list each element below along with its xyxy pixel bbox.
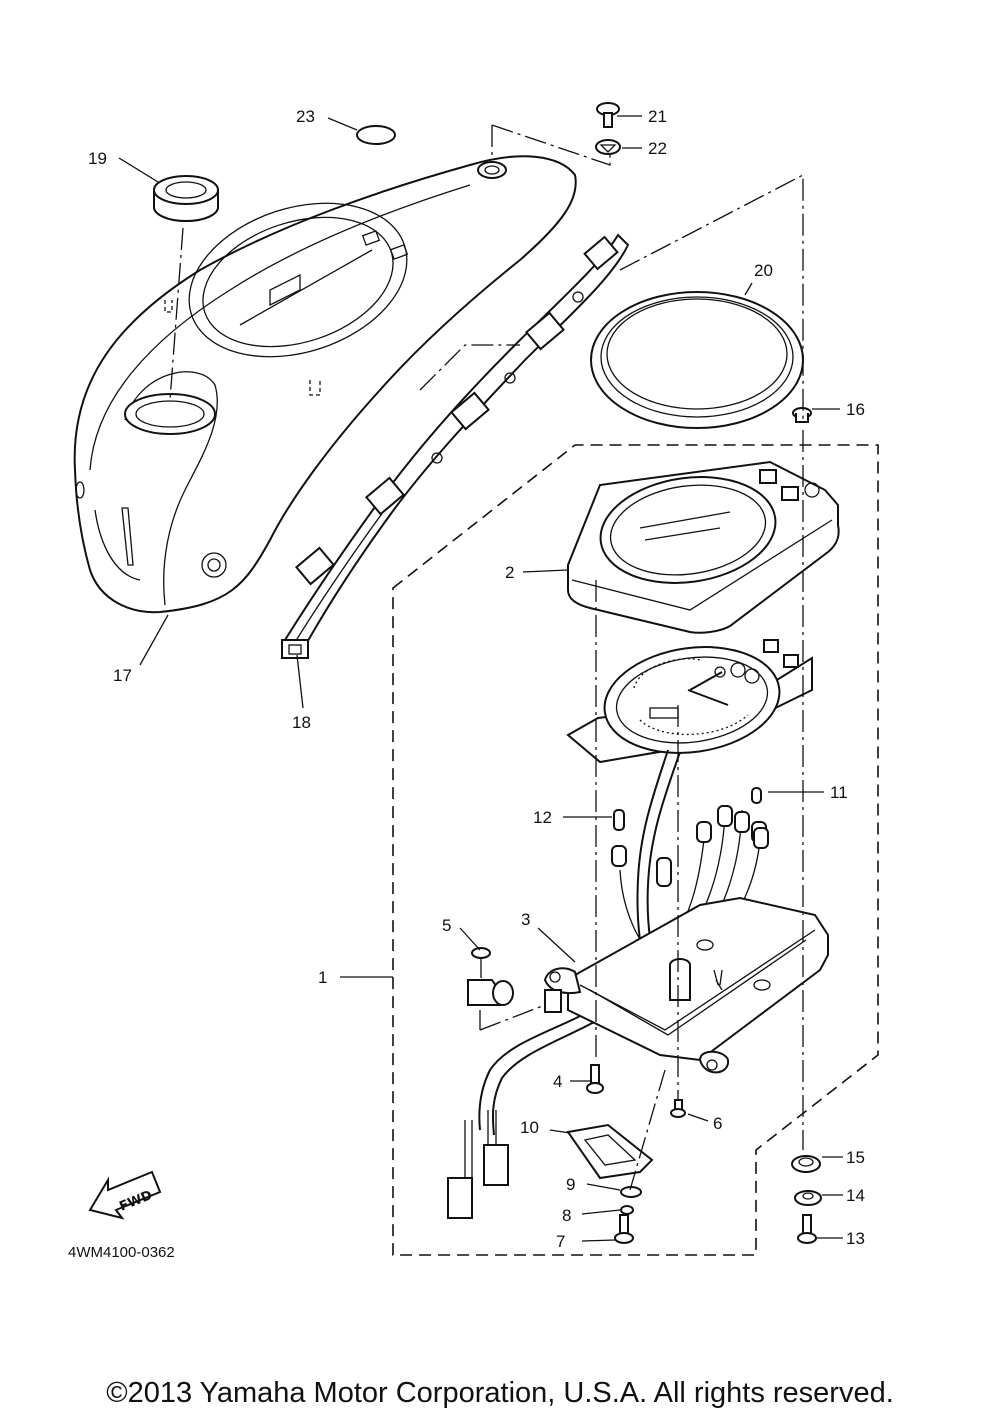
forward-direction-arrow: FWD: [88, 1170, 162, 1220]
alignment-lines: [169, 124, 804, 1191]
screw-part-4[interactable]: [586, 1064, 604, 1094]
callout-18: 18: [292, 713, 311, 732]
callout-19: 19: [88, 149, 107, 168]
callout-4: 4: [553, 1072, 562, 1091]
callout-23: 23: [296, 107, 315, 126]
copyright-notice: ©2013 Yamaha Motor Corporation, U.S.A. A…: [106, 1377, 894, 1409]
washer-part-22[interactable]: [595, 139, 621, 155]
callout-2: 2: [505, 563, 514, 582]
cover-trim-part-18[interactable]: [281, 233, 630, 659]
callout-21: 21: [648, 107, 667, 126]
callout-5: 5: [442, 916, 451, 935]
grommet-part-19[interactable]: [153, 175, 219, 222]
callout-22: 22: [648, 139, 667, 158]
meter-dial-assembly[interactable]: [566, 636, 813, 764]
screw-part-21[interactable]: [596, 102, 620, 128]
gasket-part-10[interactable]: [566, 1123, 654, 1180]
leader-lines: [118, 115, 843, 1242]
screw-part-6[interactable]: [670, 1099, 686, 1118]
callout-labels: 1 2 3 4 5 6 7 8 9 10 11 12 13 14 15 16 1…: [68, 107, 865, 1261]
callout-7: 7: [556, 1232, 565, 1251]
grommet-part-15[interactable]: [791, 1155, 821, 1173]
callout-17: 17: [113, 666, 132, 685]
callout-10: 10: [520, 1118, 539, 1137]
gasket-ring-part-20[interactable]: [590, 291, 804, 429]
seal-part-23[interactable]: [356, 125, 396, 145]
grommet-part-16[interactable]: [792, 407, 812, 423]
callout-3: 3: [521, 910, 530, 929]
callout-9: 9: [566, 1175, 575, 1194]
bulb-socket-part-11[interactable]: [696, 787, 769, 849]
bulb-part-12[interactable]: [611, 809, 672, 887]
screw-part-13[interactable]: [797, 1214, 817, 1244]
callout-6: 6: [713, 1114, 722, 1133]
drawing-code: 4WM4100-0362: [68, 1244, 175, 1261]
callout-12: 12: [533, 808, 552, 827]
screw-part-7[interactable]: [614, 1214, 634, 1244]
callout-1: 1: [318, 968, 327, 987]
callout-13: 13: [846, 1229, 865, 1248]
collar-part-14[interactable]: [794, 1190, 822, 1206]
meter-case-part-2[interactable]: [567, 460, 840, 634]
callout-16: 16: [846, 400, 865, 419]
callout-8: 8: [562, 1206, 571, 1225]
callout-14: 14: [846, 1186, 865, 1205]
meter-cover-part-17[interactable]: [73, 155, 577, 614]
assembly-boundary-part-1: [392, 444, 879, 1256]
lower-case-part-3[interactable]: [543, 896, 829, 1074]
callout-11: 11: [830, 783, 848, 802]
callout-20: 20: [754, 261, 773, 280]
washer-part-8[interactable]: [620, 1205, 634, 1215]
callout-15: 15: [846, 1148, 865, 1167]
clamp-part-5[interactable]: [467, 947, 514, 1006]
